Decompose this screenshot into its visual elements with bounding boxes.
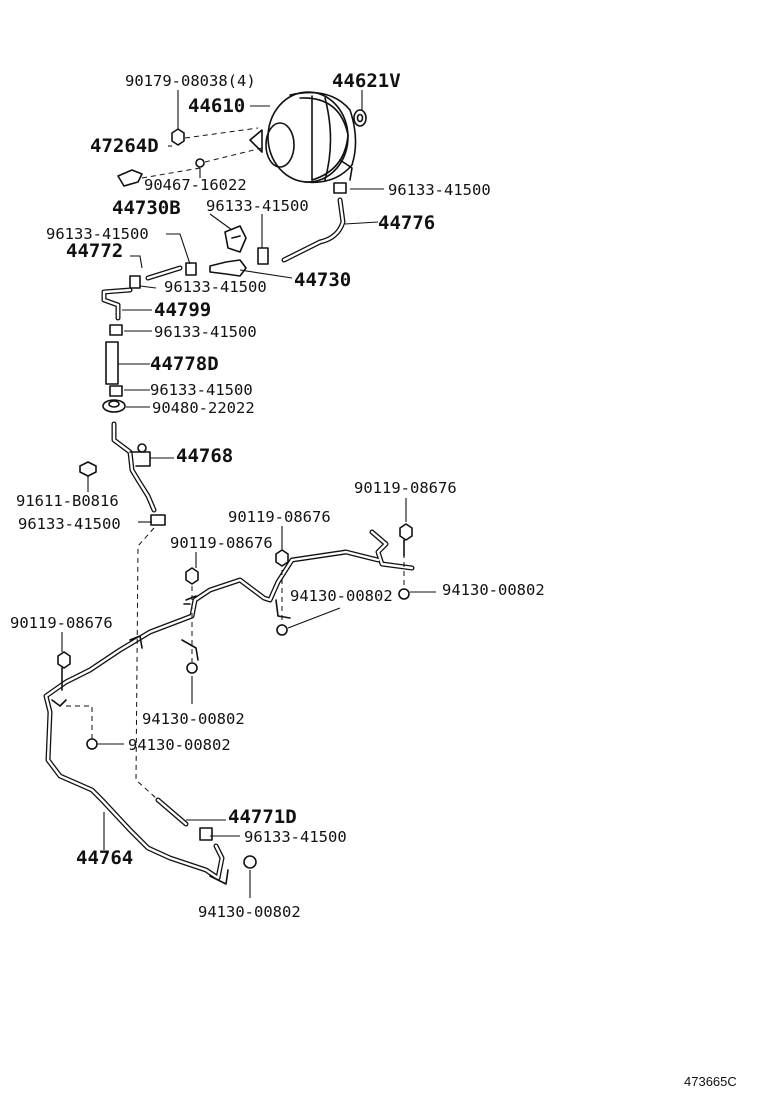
part-number-label: 94130-00802 [198, 903, 301, 921]
part-number-label: 44768 [176, 445, 233, 467]
brake-booster [249, 91, 367, 184]
brake-vacuum-pipe-44764 [43, 529, 415, 885]
pipe-bolts [57, 523, 413, 869]
part-number-label: 91611-B0816 [16, 492, 119, 510]
part-number-label: 90119-08676 [170, 534, 273, 552]
check-valve-bracket [224, 225, 247, 253]
part-number-label: 44730 [294, 269, 351, 291]
part-number-label: 90467-16022 [144, 176, 247, 194]
part-number-label: 90119-08676 [354, 479, 457, 497]
part-number-label: 44764 [76, 847, 133, 869]
part-number-label: 47264D [90, 135, 159, 157]
part-number-label: 96133-41500 [244, 828, 347, 846]
part-number-label: 96133-41500 [164, 278, 267, 296]
part-number-label: 44772 [66, 240, 123, 262]
part-number-label: 94130-00802 [290, 587, 393, 605]
check-valve-44730 [185, 247, 269, 277]
part-number-label: 90119-08676 [10, 614, 113, 632]
tube-44778D [102, 341, 126, 413]
part-number-label: 44799 [154, 299, 211, 321]
hose-44799 [101, 287, 133, 336]
part-number-label: 44610 [188, 95, 245, 117]
part-number-label: 96133-41500 [154, 323, 257, 341]
part-number-label: 44778D [150, 353, 219, 375]
part-number-label: 44771D [228, 806, 297, 828]
vacuum-hose-44776 [281, 182, 347, 263]
leader-lines [61, 90, 436, 898]
hose-44771D [135, 527, 213, 841]
part-number-label: 94130-00802 [142, 710, 245, 728]
part-number-label: 44621V [332, 70, 401, 92]
part-number-label: 96133-41500 [18, 515, 121, 533]
part-number-label: 90480-22022 [152, 399, 255, 417]
part-number-label: 44776 [378, 212, 435, 234]
part-number-label: 96133-41500 [206, 197, 309, 215]
part-number-label: 96133-41500 [388, 181, 491, 199]
part-number-label: 44730B [112, 197, 181, 219]
part-number-label: 94130-00802 [442, 581, 545, 599]
part-number-label: 90179-08038(4) [125, 72, 256, 90]
part-number-label: 96133-41500 [46, 225, 149, 243]
part-labels: 90179-08038(4) 44621V 44610 47264D 90467… [10, 70, 737, 1089]
booster-bolts [117, 127, 263, 187]
hose-44772 [129, 265, 183, 289]
part-number-label: 94130-00802 [128, 736, 231, 754]
part-number-label: 90119-08676 [228, 508, 331, 526]
tube-44768 [79, 421, 166, 526]
diagram-reference-code: 473665C [684, 1074, 737, 1089]
part-number-label: 96133-41500 [150, 381, 253, 399]
